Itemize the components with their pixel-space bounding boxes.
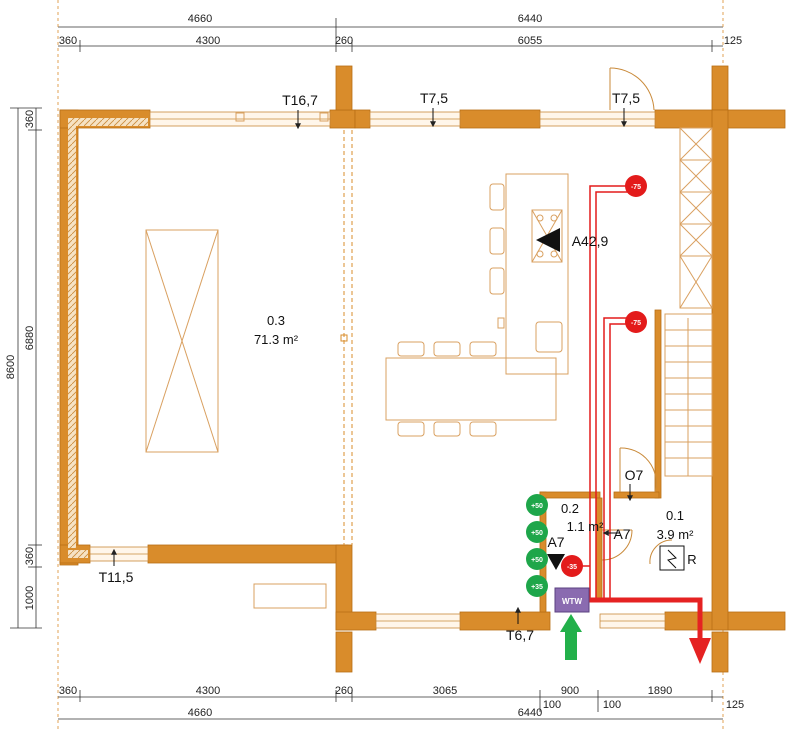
label-r: R (687, 552, 696, 567)
label-t115: T11,5 (99, 569, 134, 585)
wall-hatch-top (68, 118, 148, 126)
windows (89, 111, 666, 629)
supply-vent-1-label: +50 (531, 503, 543, 510)
skylight (145, 229, 219, 453)
dim-top-i1: 4300 (196, 35, 220, 47)
supply-vent-4 (526, 575, 548, 597)
room-toilet-id: 0.2 (561, 501, 579, 516)
dim-top-i3: 6055 (518, 35, 542, 47)
extract-vent-stair-label: -75 (631, 320, 641, 327)
wtw-unit (554, 587, 590, 613)
wardrobe (679, 127, 713, 309)
dim-left-i3: 1000 (24, 586, 36, 610)
room-hall-area: 3.9 m² (657, 527, 695, 542)
meter-symbol (667, 549, 677, 569)
dim-bot-left: 4660 (188, 707, 212, 719)
room-toilet-area: 1.1 m² (567, 519, 605, 534)
extract-vent-toilet-label: -35 (567, 564, 577, 571)
supply-vent-1 (526, 494, 548, 516)
dim-bot-i4: 900 (561, 685, 579, 697)
dim-bot-i6: 125 (726, 699, 744, 711)
dim-bot-i5: 1890 (648, 685, 672, 697)
room-living-id: 0.3 (267, 313, 285, 328)
wtw-label: WTW (562, 597, 582, 606)
extract-vent-kitchen-label: -75 (631, 184, 641, 191)
label-a7-toilet: A7 (547, 534, 564, 550)
furniture (235, 112, 569, 609)
supply-vent-2-label: +50 (531, 530, 543, 537)
socket-mark (340, 334, 348, 342)
dim-bot-i1: 4300 (196, 685, 220, 697)
room-hall-id: 0.1 (666, 508, 684, 523)
exhaust-duct (576, 597, 703, 642)
intake-duct (565, 628, 577, 660)
meter-box (659, 545, 685, 571)
dim-top-i2: 260 (335, 35, 353, 47)
dim-bot-right: 6440 (518, 707, 542, 719)
label-a429: A42,9 (572, 233, 609, 249)
intake-arrow (560, 614, 582, 632)
dim-bot-i3: 3065 (433, 685, 457, 697)
label-a7-hall: A7 (613, 526, 630, 542)
label-t16: T16,7 (282, 92, 318, 108)
label-o7: O7 (625, 467, 644, 483)
left-dimensions (10, 107, 42, 629)
dim-left-outer: 8600 (5, 355, 17, 379)
dim-top-left: 4660 (188, 13, 212, 25)
dim-bot-small-a: 100 (543, 699, 561, 711)
dim-left-i0: 360 (24, 110, 36, 128)
bottom-dimensions (58, 690, 723, 720)
supply-vent-3-label: +50 (531, 557, 543, 564)
wall-hatch-bottom (68, 550, 88, 558)
staircase (664, 313, 713, 477)
exhaust-arrow (689, 638, 711, 664)
extract-vent-toilet (561, 555, 583, 577)
label-t75-a: T7,5 (420, 90, 448, 106)
label-arrows (111, 108, 633, 624)
dim-bot-i2: 260 (335, 685, 353, 697)
dim-left-i2: 360 (24, 547, 36, 565)
a7-marker (547, 554, 565, 570)
extract-vent-kitchen (625, 175, 647, 197)
dim-top-i0: 360 (59, 35, 77, 47)
dim-bot-i0: 360 (59, 685, 77, 697)
room-living-area: 71.3 m² (254, 332, 299, 347)
dim-bot-small-b: 100 (603, 699, 621, 711)
dim-top-right: 6440 (518, 13, 542, 25)
supply-vent-4-label: +35 (531, 584, 543, 591)
label-t75-b: T7,5 (612, 90, 640, 106)
extract-vent-stair (625, 311, 647, 333)
supply-vent-2 (526, 521, 548, 543)
walls (59, 65, 786, 673)
dim-left-i1: 6880 (24, 326, 36, 350)
label-t67: T6,7 (506, 627, 534, 643)
dim-top-i4: 125 (724, 35, 742, 47)
wall-hatch-left (68, 118, 76, 548)
a429-marker (536, 228, 560, 252)
supply-vent-3 (526, 548, 548, 570)
